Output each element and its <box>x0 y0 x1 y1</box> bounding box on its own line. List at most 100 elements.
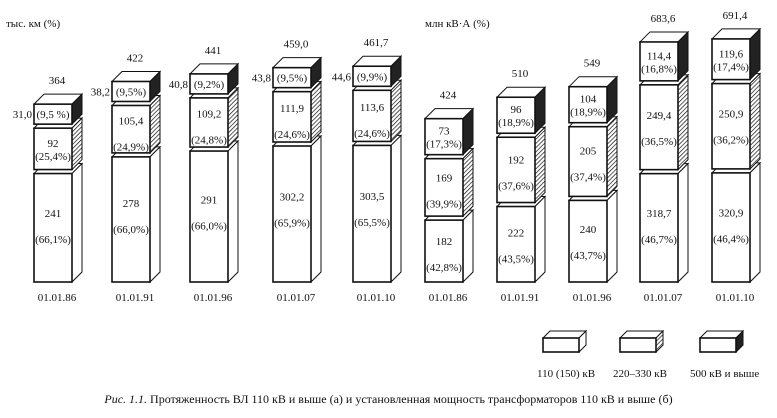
legend-swatch-2 <box>698 329 745 354</box>
category-label: 01.01.96 <box>194 292 233 304</box>
box-front <box>352 65 392 88</box>
bar-b-01.01.91-seg-2 <box>495 86 547 135</box>
box-front <box>33 103 73 125</box>
pct-label: (9,5 %) <box>37 109 70 121</box>
value-label: 291 <box>201 194 218 206</box>
box-front <box>496 136 536 204</box>
bar-a-01.01.96-seg-2 <box>188 62 240 96</box>
box-side <box>606 189 618 284</box>
pct-label: (66,0%) <box>113 224 149 236</box>
value-label: 43,8 <box>252 73 272 85</box>
box-front <box>711 38 751 81</box>
box-side <box>310 134 322 284</box>
box-front <box>639 41 679 82</box>
pct-label: (66,0%) <box>191 220 227 232</box>
total-label: 510 <box>512 68 529 80</box>
pct-label: (25,4%) <box>35 151 71 163</box>
total-label: 691,4 <box>723 10 748 22</box>
pct-label: (24,6%) <box>274 129 310 141</box>
category-label: 01.01.86 <box>38 292 77 304</box>
bar-a-01.01.10-seg-1 <box>351 79 403 143</box>
bar-a-01.01.10-seg-0 <box>351 134 403 284</box>
box-front <box>711 172 751 283</box>
box-side <box>749 72 761 171</box>
box-front <box>33 172 73 283</box>
value-label: 119,6 <box>719 48 744 60</box>
value-label: 318,7 <box>647 208 672 220</box>
caption-text: Протяженность ВЛ 110 кВ и выше (а) и уст… <box>150 392 673 406</box>
total-label: 441 <box>205 45 222 57</box>
value-label: 104 <box>580 94 597 106</box>
pct-label: (9,2%) <box>194 79 225 91</box>
box-front <box>272 145 312 283</box>
pct-label: (17,4%) <box>713 61 749 73</box>
category-label: 01.01.07 <box>644 292 683 304</box>
box-front <box>272 66 312 89</box>
box-front <box>352 144 392 283</box>
bar-b-01.01.07-seg-2 <box>638 30 690 83</box>
category-label: 01.01.10 <box>716 292 755 304</box>
pct-label: (37,4%) <box>570 172 606 184</box>
category-label: 01.01.91 <box>116 292 155 304</box>
value-label: 250,9 <box>719 109 744 121</box>
box-side <box>677 162 689 284</box>
value-label: 320,9 <box>719 208 744 220</box>
box-front <box>111 156 151 283</box>
pct-label: (46,4%) <box>713 234 749 246</box>
legend-swatch-1 <box>618 329 665 354</box>
box-front <box>568 199 608 283</box>
category-label: 01.01.07 <box>277 292 316 304</box>
bar-a-01.01.91-seg-1 <box>110 94 162 155</box>
value-label: 222 <box>508 228 525 240</box>
value-label: 113,6 <box>360 102 385 114</box>
box-front <box>111 104 151 154</box>
pct-label: (16,8%) <box>641 63 677 75</box>
bar-b-01.01.10-seg-1 <box>710 72 762 171</box>
box-front <box>639 172 679 283</box>
unit-label-a: тыс. км (%) <box>6 18 61 30</box>
value-label: 105,4 <box>119 115 144 127</box>
caption-prefix: Рис. 1.1. <box>104 392 148 406</box>
box-side <box>390 79 402 143</box>
bar-a-01.01.96-seg-0 <box>188 139 240 284</box>
box-side <box>606 115 618 198</box>
bar-b-01.01.10-seg-0 <box>710 161 762 284</box>
total-label: 549 <box>584 58 601 70</box>
bar-a-01.01.86-seg-0 <box>32 162 84 284</box>
value-label: 182 <box>436 236 453 248</box>
pct-label: (36,5%) <box>641 136 677 148</box>
legend-swatch-0 <box>541 329 588 354</box>
box-front <box>711 82 751 170</box>
box-front <box>189 73 229 95</box>
bar-b-01.01.07-seg-1 <box>638 73 690 171</box>
pct-label: (9,5%) <box>116 86 147 98</box>
box-front <box>699 337 737 353</box>
pct-label: (42,8%) <box>426 262 462 274</box>
value-label: 38,2 <box>91 86 110 98</box>
figure-caption: Рис. 1.1. Протяженность ВЛ 110 кВ и выше… <box>0 392 777 407</box>
box-side <box>462 208 474 284</box>
value-label: 44,6 <box>332 71 352 83</box>
value-label: 303,5 <box>360 191 385 203</box>
box-side <box>71 162 83 284</box>
box-side <box>534 126 546 204</box>
value-label: 73 <box>439 126 451 138</box>
box-side <box>310 80 322 144</box>
value-label: 192 <box>508 154 525 166</box>
box-front <box>568 85 608 124</box>
box-front <box>33 127 73 171</box>
box-front <box>496 96 536 135</box>
box-side <box>462 147 474 218</box>
box-front <box>424 157 464 217</box>
value-label: 40,8 <box>169 79 189 91</box>
pct-label: (24,9%) <box>113 141 149 153</box>
box-side <box>149 145 161 284</box>
bar-a-01.01.91-seg-2 <box>110 70 162 103</box>
total-label: 461,7 <box>364 37 389 49</box>
pct-label: (65,9%) <box>274 217 310 229</box>
box-front <box>272 90 312 143</box>
bar-b-01.01.96-seg-0 <box>567 189 619 284</box>
pct-label: (43,7%) <box>570 250 606 262</box>
